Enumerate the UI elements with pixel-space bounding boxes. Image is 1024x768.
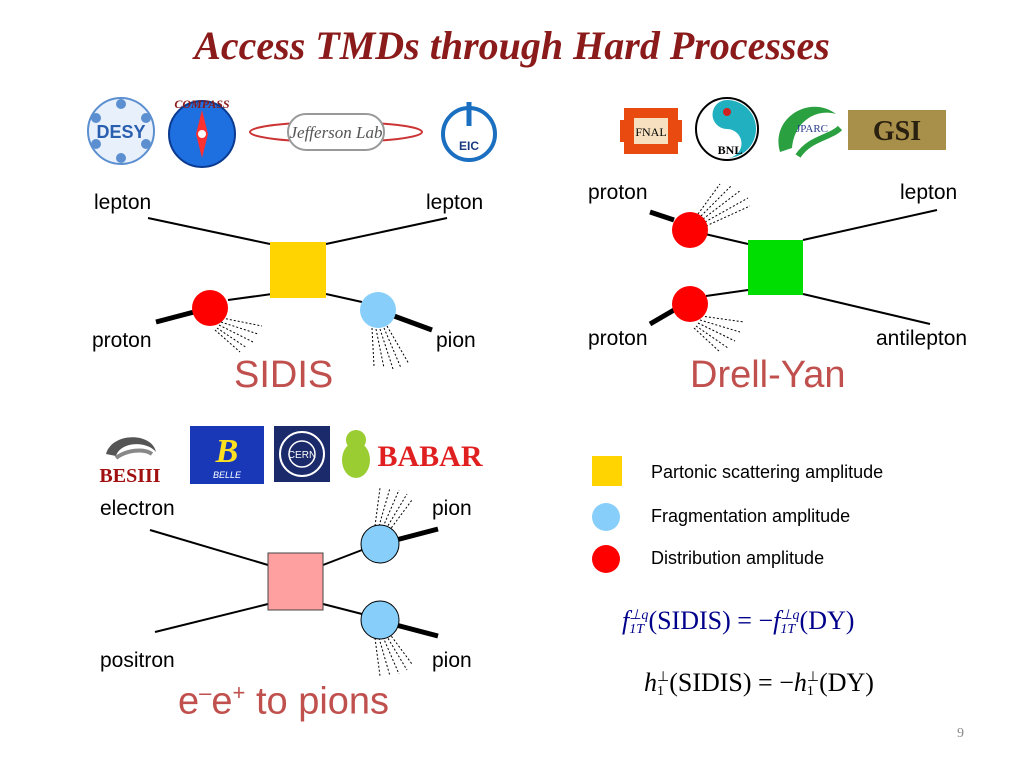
legend-distribution-label: Distribution amplitude [651,548,825,568]
dy-partonic-box [748,240,803,295]
sidis-lepton-out [325,217,448,245]
sidis-distribution-circle [192,290,228,326]
page-number: 9 [957,726,964,741]
sidis-proton-label: proton [92,329,152,352]
ee-fragmentation-circle-bottom [360,600,400,640]
legend-partonic-label: Partonic scattering amplitude [651,462,884,482]
ee-positron [154,603,269,633]
drellyan-diagram [648,183,938,353]
gsi-logo: GSI [848,110,946,150]
fnal-text: FNAL [635,125,666,139]
dy-top-remnants [697,183,751,227]
cern-text: CERN [288,450,316,461]
ee-electron-label: electron [100,497,175,520]
ee-pion-line-top [395,526,439,543]
ee-diagram [149,487,439,677]
bnl-logo: BNL [695,97,759,161]
eic-logo: EIC [441,102,497,162]
sidis-proton-remnants [214,317,263,353]
dy-antilepton [802,293,931,325]
compass-logo: COMPASS [168,97,236,168]
dy-distribution-circle-bottom [672,286,708,322]
legend-partonic-marker [592,456,622,486]
ee-pion-bottom-label: pion [432,649,472,672]
dy-distribution-circle-top [672,212,708,248]
desy-logo: DESY [87,97,155,165]
sidis-process-label: SIDIS [234,354,334,396]
dy-lepton-label: lepton [900,181,958,204]
sidis-parton-in [227,293,273,301]
boer-mulders-formula: h⊥1(SIDIS) = −h⊥1(DY) [644,668,874,700]
babar-text: BABAR [377,440,482,473]
sidis-pion-line [393,313,433,333]
ee-pion-top-label: pion [432,497,472,520]
besiii-logo: BESIII [99,437,161,486]
dy-bottom-remnants [693,315,745,353]
dy-antilepton-label: antilepton [876,327,968,350]
legend-fragmentation-marker [592,503,620,531]
belle-logo: B BELLE [190,426,264,484]
sidis-partonic-box [270,242,326,298]
sidis-pion-label: pion [436,329,476,352]
ee-electron [149,529,269,566]
gsi-text: GSI [873,116,921,147]
sidis-diagram [147,217,448,370]
desy-text: DESY [96,122,145,142]
eic-text: EIC [459,139,479,153]
sidis-lepton-out-label: lepton [426,191,484,214]
sidis-proton-line [155,309,195,325]
jlab-logo: Jefferson Lab [249,113,423,151]
compass-text: COMPASS [174,97,229,111]
legend-distribution-marker [592,545,620,573]
sidis-fragmentation-circle [360,292,396,328]
ee-pion-line-bottom [395,622,439,639]
jlab-text: Jefferson Lab [289,123,382,142]
ee-positron-label: positron [100,649,175,672]
jparc-logo: JPARC [778,106,842,158]
ee-process-label: e–e+ to pions [178,680,390,723]
besiii-text: BESIII [99,465,160,486]
svg-text:B: B [215,433,239,470]
sidis-lepton-in [147,217,271,245]
slide-title: Access TMDs through Hard Processes [194,23,830,68]
dy-proton-bottom-label: proton [588,327,648,350]
legend-fragmentation-label: Fragmentation amplitude [651,506,851,526]
jparc-text: JPARC [796,123,828,135]
bnl-text: BNL [718,143,743,157]
cern-logo: CERN [274,426,330,482]
sidis-parton-out [325,293,363,303]
fnal-logo: FNAL [620,108,682,154]
ee-fragmentation-circle-top [360,524,400,564]
ee-bottom-fragments [374,632,413,677]
belle-text: BELLE [213,470,242,480]
dy-process-label: Drell-Yan [690,354,846,396]
ee-partonic-box [267,552,324,611]
babar-logo: BABAR [342,430,483,478]
ee-top-fragments [374,487,413,532]
dy-lepton [802,209,938,241]
dy-proton-top-label: proton [588,181,648,204]
sidis-pion-fragments [371,325,410,370]
sidis-lepton-in-label: lepton [94,191,152,214]
